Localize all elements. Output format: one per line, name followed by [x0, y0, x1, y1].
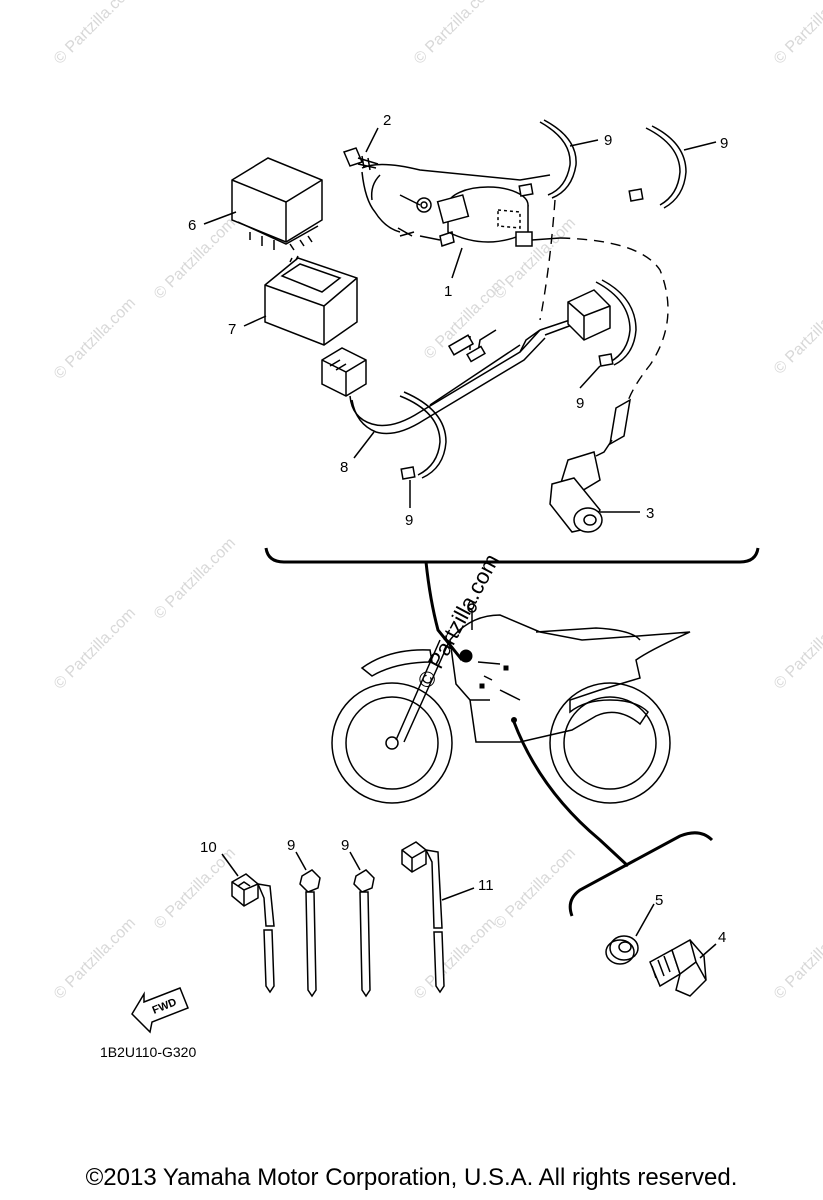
bolt-part-4 [649, 939, 707, 997]
watermark: © Partzilla.com [51, 295, 139, 383]
bolt-part-2 [342, 147, 379, 171]
callout-9: 9 [341, 837, 349, 854]
copyright-notice: ©2013 Yamaha Motor Corporation, U.S.A. A… [85, 1164, 738, 1191]
group-bracket [264, 547, 760, 564]
callout-8: 8 [340, 459, 348, 476]
watermark: © Partzilla.com [771, 915, 823, 1003]
connector-strap-part-11 [401, 841, 445, 994]
callout-11: 11 [478, 877, 494, 894]
cable-tie-part-9 [353, 869, 375, 998]
callout-2: 2 [383, 112, 391, 129]
watermark: © Partzilla.com [771, 290, 823, 378]
watermark: © Partzilla.com [51, 0, 139, 68]
callout-leaders [203, 127, 717, 513]
watermark: © Partzilla.com [771, 605, 823, 693]
callout-6: 6 [188, 217, 196, 234]
callout-9: 9 [576, 395, 584, 412]
watermark: © Partzilla.com [51, 605, 139, 693]
diagram-code: 1B2U110-G320 [100, 1044, 196, 1060]
callout-3: 3 [646, 505, 654, 522]
watermark: © Partzilla.com [491, 845, 579, 933]
wire-harness-part-8 [321, 289, 611, 435]
callout-10: 10 [200, 839, 217, 856]
watermark: © Partzilla.com [411, 915, 499, 1003]
cable-tie-part-9 [299, 869, 321, 998]
inset-bracket [568, 831, 714, 917]
callout-9: 9 [720, 135, 728, 152]
ignition-coil-part-1 [416, 186, 533, 247]
watermark: © Partzilla.com [151, 845, 239, 933]
exploded-view [231, 119, 760, 564]
motorcycle-outline [331, 561, 691, 868]
callout-7: 7 [228, 321, 236, 338]
watermark: © Partzilla.com [151, 535, 239, 623]
cdi-unit-part-6 [231, 157, 323, 251]
washer-part-5 [605, 935, 639, 965]
callout-9: 9 [287, 837, 295, 854]
callout-5: 5 [655, 892, 663, 909]
callout-9: 9 [405, 512, 413, 529]
callout-1: 1 [444, 283, 452, 300]
holder-part-7 [264, 255, 358, 346]
spark-plug-cap-part-3 [549, 398, 631, 533]
callout-9: 9 [604, 132, 612, 149]
fwd-arrow-icon: FWD [131, 987, 189, 1034]
watermark: © Partzilla.com [411, 0, 499, 68]
connector-strap-part-10 [231, 873, 275, 994]
callout-4: 4 [718, 929, 726, 946]
watermark: © Partzilla.com [51, 915, 139, 1003]
watermark: © Partzilla.com [771, 0, 823, 68]
